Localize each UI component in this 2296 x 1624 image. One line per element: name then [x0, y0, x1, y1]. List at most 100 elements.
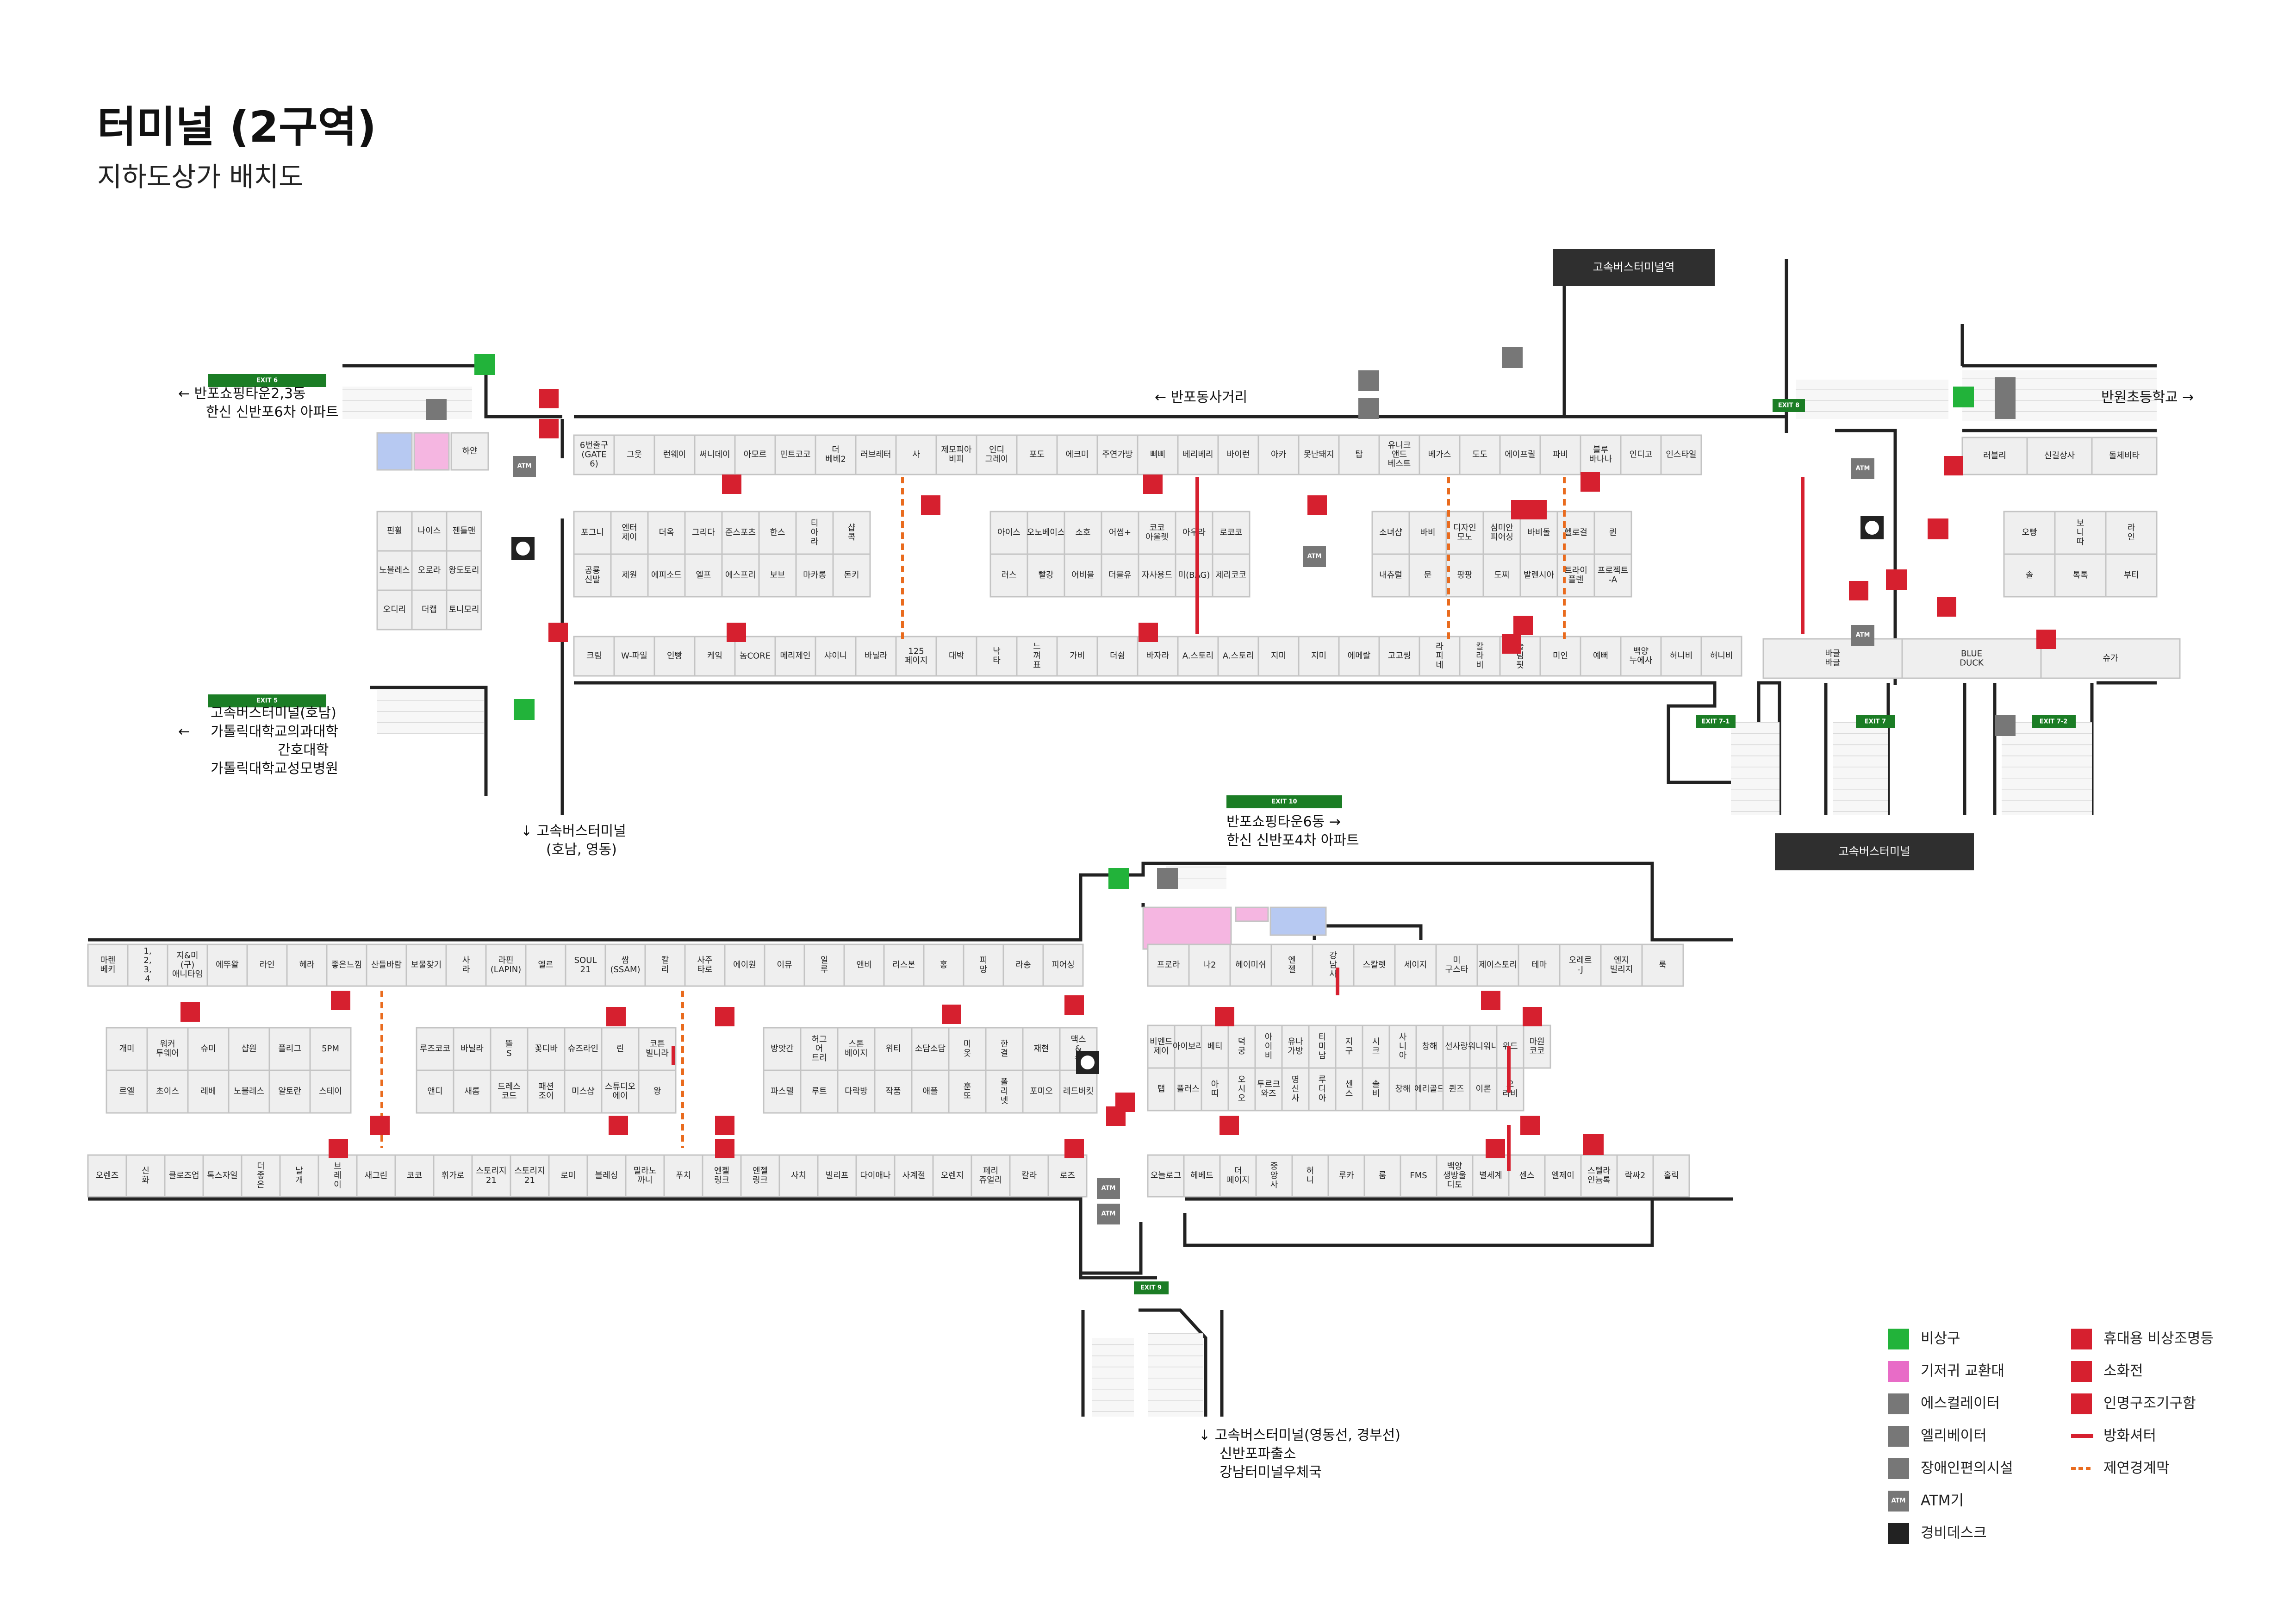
- store-unit[interactable]: 루카: [1327, 1154, 1365, 1198]
- store-unit[interactable]: 위티: [874, 1027, 913, 1071]
- store-unit[interactable]: 낙타: [976, 636, 1018, 677]
- store-unit[interactable]: 오늘로그: [1147, 1154, 1185, 1198]
- store-unit[interactable]: 피어싱: [1042, 943, 1084, 987]
- store-unit[interactable]: 라송: [1002, 943, 1044, 987]
- store-unit[interactable]: 왕도토리: [446, 550, 482, 591]
- store-unit[interactable]: 더캡: [411, 589, 448, 631]
- store-unit[interactable]: 피망: [963, 943, 1004, 987]
- store-unit[interactable]: 스칼렛: [1353, 943, 1396, 987]
- store-unit[interactable]: 도도: [1459, 434, 1501, 475]
- store-unit[interactable]: 발렌시아: [1519, 553, 1558, 598]
- store-unit[interactable]: 개미: [106, 1027, 148, 1071]
- store-unit[interactable]: 오렌지: [932, 1154, 972, 1198]
- store-unit[interactable]: 창해: [1388, 1067, 1417, 1112]
- store-unit[interactable]: 나이스: [411, 511, 448, 552]
- store-unit[interactable]: 더옥: [647, 511, 686, 555]
- store-unit[interactable]: 제리코코: [1212, 553, 1251, 598]
- store-unit[interactable]: 홍: [923, 943, 964, 987]
- store-unit[interactable]: 새롬: [453, 1069, 492, 1114]
- store-unit[interactable]: 로코코: [1212, 511, 1251, 555]
- store-unit[interactable]: 마카롱: [795, 553, 834, 598]
- store-unit[interactable]: 대박: [935, 636, 977, 677]
- store-unit[interactable]: 엘프: [684, 553, 723, 598]
- store-unit[interactable]: 센스: [1508, 1154, 1546, 1198]
- store-unit[interactable]: 푸치: [663, 1154, 703, 1198]
- store-unit[interactable]: 바닐라: [453, 1027, 492, 1071]
- store-unit[interactable]: 베티: [1201, 1024, 1229, 1069]
- store-unit[interactable]: 허니비: [1700, 636, 1742, 677]
- store-unit[interactable]: 인빵: [653, 636, 696, 677]
- store-unit[interactable]: 미옷: [948, 1027, 987, 1071]
- store-unit[interactable]: 노블레스: [228, 1069, 270, 1114]
- store-unit[interactable]: 사계절: [894, 1154, 934, 1198]
- store-unit[interactable]: 그웃: [613, 434, 655, 475]
- store-unit[interactable]: 루디아: [1308, 1067, 1337, 1112]
- store-unit[interactable]: 에피소드: [647, 553, 686, 598]
- store-unit[interactable]: 라인: [246, 943, 288, 987]
- store-unit[interactable]: FMS: [1400, 1154, 1437, 1198]
- store-unit[interactable]: 프로라: [1147, 943, 1190, 987]
- store-unit[interactable]: 창해: [1415, 1024, 1444, 1069]
- store-unit[interactable]: 슈미: [187, 1027, 230, 1071]
- store-unit[interactable]: 러블리: [1961, 437, 2028, 475]
- store-unit[interactable]: 미인: [1539, 636, 1581, 677]
- store-unit[interactable]: 에메랄: [1338, 636, 1380, 677]
- store-unit[interactable]: 엘제이: [1544, 1154, 1582, 1198]
- store-unit[interactable]: 소호: [1064, 511, 1102, 555]
- store-unit[interactable]: 왕: [638, 1069, 677, 1114]
- store-unit[interactable]: 돌체비타: [2091, 437, 2158, 475]
- store-unit[interactable]: 로즈: [1047, 1154, 1088, 1198]
- store-unit[interactable]: 보브: [758, 553, 797, 598]
- store-unit[interactable]: 케잌: [694, 636, 736, 677]
- store-unit[interactable]: 지구: [1335, 1024, 1363, 1069]
- store-unit[interactable]: 도찌: [1482, 553, 1521, 598]
- store-unit[interactable]: 앤비: [843, 943, 885, 987]
- store-unit[interactable]: 제원: [610, 553, 649, 598]
- store-unit[interactable]: 솔비: [1362, 1067, 1390, 1112]
- store-unit[interactable]: 애플: [911, 1069, 950, 1114]
- store-unit[interactable]: 블레싱: [586, 1154, 627, 1198]
- store-unit[interactable]: 샤이니: [815, 636, 857, 677]
- store-unit[interactable]: 강남사: [1312, 943, 1355, 987]
- store-unit[interactable]: 칼라비: [1459, 636, 1501, 677]
- store-unit[interactable]: 파스텔: [763, 1069, 802, 1114]
- store-unit[interactable]: 허니: [1291, 1154, 1329, 1198]
- store-unit[interactable]: 러브레터: [855, 434, 897, 475]
- store-unit[interactable]: 쌈(SSAM): [604, 943, 646, 987]
- store-unit[interactable]: 돈키: [832, 553, 871, 598]
- store-unit[interactable]: 준스포츠: [721, 511, 760, 555]
- store-unit[interactable]: 플러스: [1174, 1067, 1202, 1112]
- store-unit[interactable]: 이뮤: [764, 943, 805, 987]
- store-unit[interactable]: 룩: [1641, 943, 1684, 987]
- store-unit[interactable]: 오디리: [376, 589, 413, 631]
- store-unit[interactable]: 크림: [573, 636, 615, 677]
- store-unit[interactable]: 미스샵: [564, 1069, 603, 1114]
- store-unit[interactable]: 오로라: [411, 550, 448, 591]
- store-unit[interactable]: 빌리프: [817, 1154, 857, 1198]
- store-unit[interactable]: 에이원: [724, 943, 765, 987]
- store-unit[interactable]: 주연가방: [1096, 434, 1139, 475]
- store-unit[interactable]: 써니데이: [694, 434, 736, 475]
- store-unit[interactable]: 못난돼지: [1298, 434, 1340, 475]
- store-unit[interactable]: 폴리넷: [985, 1069, 1024, 1114]
- store-unit[interactable]: 지&미(구)애니타임: [167, 943, 208, 987]
- store-unit[interactable]: 슈가: [2040, 638, 2181, 679]
- store-unit[interactable]: 헤베드: [1183, 1154, 1221, 1198]
- store-unit[interactable]: 티미남: [1308, 1024, 1337, 1069]
